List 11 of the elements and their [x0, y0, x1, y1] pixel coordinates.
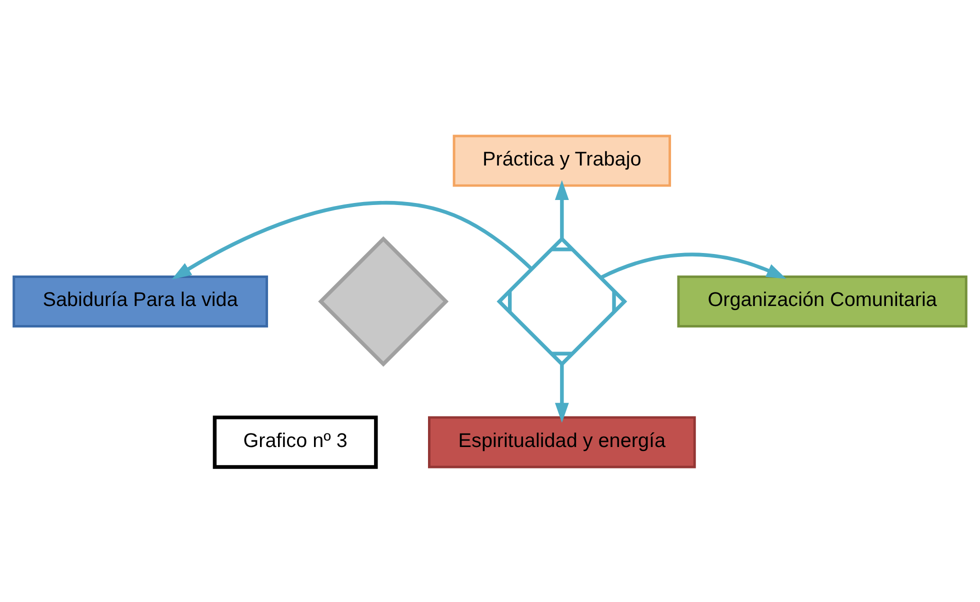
arrow	[172, 200, 533, 279]
node-box: Sabiduría Para la vida	[12, 274, 268, 328]
node-box: Práctica y Trabajo	[452, 134, 672, 186]
arrow	[554, 180, 569, 238]
node-box: Organización Comunitaria	[677, 274, 968, 328]
node-box: Espiritualidad y energía	[428, 416, 696, 468]
arrow	[600, 252, 786, 279]
node-box: Grafico nº 3	[212, 415, 378, 468]
arrow	[554, 364, 569, 422]
node-arrow	[318, 236, 449, 366]
node-cross	[496, 236, 628, 366]
